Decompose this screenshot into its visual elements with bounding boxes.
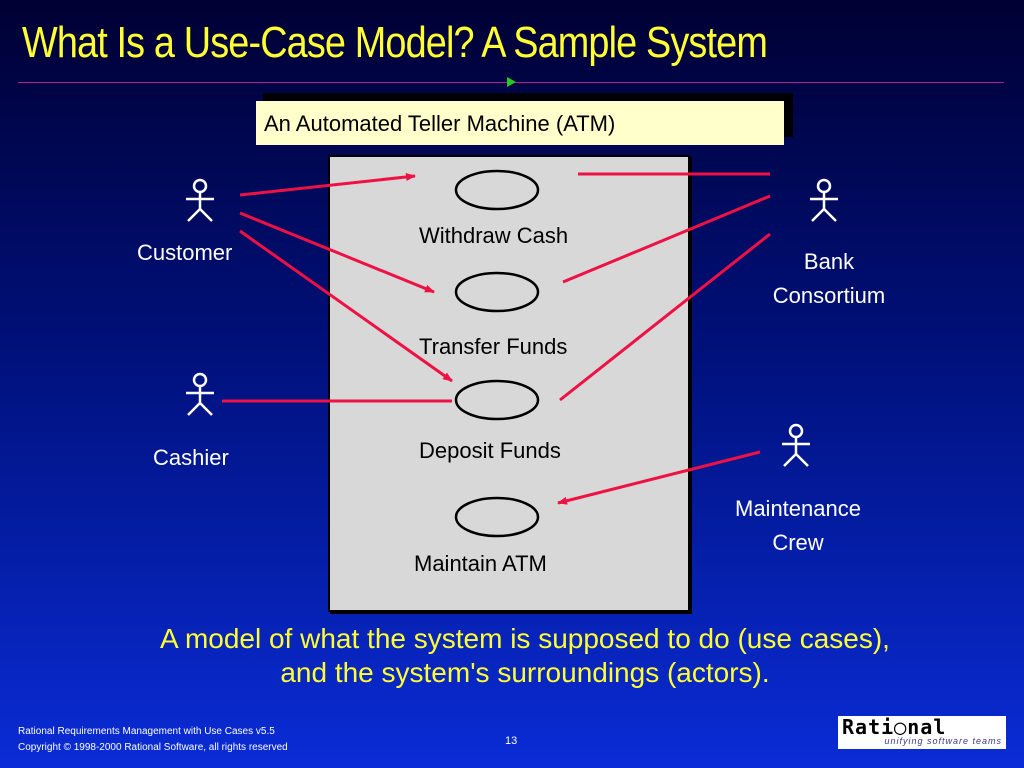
actor-cashier-icon xyxy=(186,372,214,416)
actor-maintenance-label-line2: Crew xyxy=(772,530,824,555)
rational-logo: Rati◯nal unifying software teams xyxy=(838,716,1006,749)
footer-copyright: Copyright © 1998-2000 Rational Software,… xyxy=(18,742,288,753)
actor-cashier-label: Cashier xyxy=(153,445,229,470)
actor-maintenance-label-line1: Maintenance xyxy=(735,496,861,521)
link-maintenance-maintain xyxy=(557,450,761,505)
use-case-maintain-label: Maintain ATM xyxy=(414,551,547,576)
system-name-label: An Automated Teller Machine (ATM) xyxy=(256,101,784,145)
logo-tagline: unifying software teams xyxy=(884,736,1002,746)
actor-bank-label-line2: Consortium xyxy=(772,283,886,308)
use-case-maintain-ellipse xyxy=(454,496,540,538)
slide-title: What Is a Use-Case Model? A Sample Syste… xyxy=(22,18,768,67)
use-case-transfer-label: Transfer Funds xyxy=(419,334,568,359)
actor-bank-consortium-label: Bank Consortium xyxy=(754,245,904,313)
use-case-deposit-label: Deposit Funds xyxy=(419,438,561,463)
link-customer-transfer xyxy=(239,211,435,294)
use-case-withdraw-label: Withdraw Cash xyxy=(419,223,569,248)
summary-line-1: A model of what the system is supposed t… xyxy=(160,623,890,654)
page-number: 13 xyxy=(505,735,518,747)
actor-bank-label-line1: Bank xyxy=(803,249,855,274)
summary-line-2: and the system's surroundings (actors). xyxy=(280,657,770,688)
link-customer-deposit xyxy=(239,229,453,383)
use-case-transfer-ellipse xyxy=(454,271,540,313)
footer-text: Rational Requirements Management with Us… xyxy=(18,724,288,756)
actor-maintenance-crew-label: Maintenance Crew xyxy=(712,492,884,560)
use-case-withdraw-ellipse xyxy=(454,169,540,211)
actor-maintenance-crew-icon xyxy=(782,423,810,467)
link-deposit-bank xyxy=(559,232,771,402)
actor-bank-consortium-icon xyxy=(810,178,838,222)
actor-customer-label: Customer xyxy=(137,240,233,265)
logo-wordmark: Rati◯nal xyxy=(842,715,947,739)
link-transfer-bank xyxy=(562,194,771,284)
divider-arrow-marker xyxy=(507,77,516,87)
footer-course-title: Rational Requirements Management with Us… xyxy=(18,726,275,737)
slide-summary: A model of what the system is supposed t… xyxy=(40,622,1010,690)
actor-customer-icon xyxy=(186,178,214,222)
link-customer-withdraw xyxy=(239,172,416,197)
use-case-deposit-ellipse xyxy=(454,379,540,421)
